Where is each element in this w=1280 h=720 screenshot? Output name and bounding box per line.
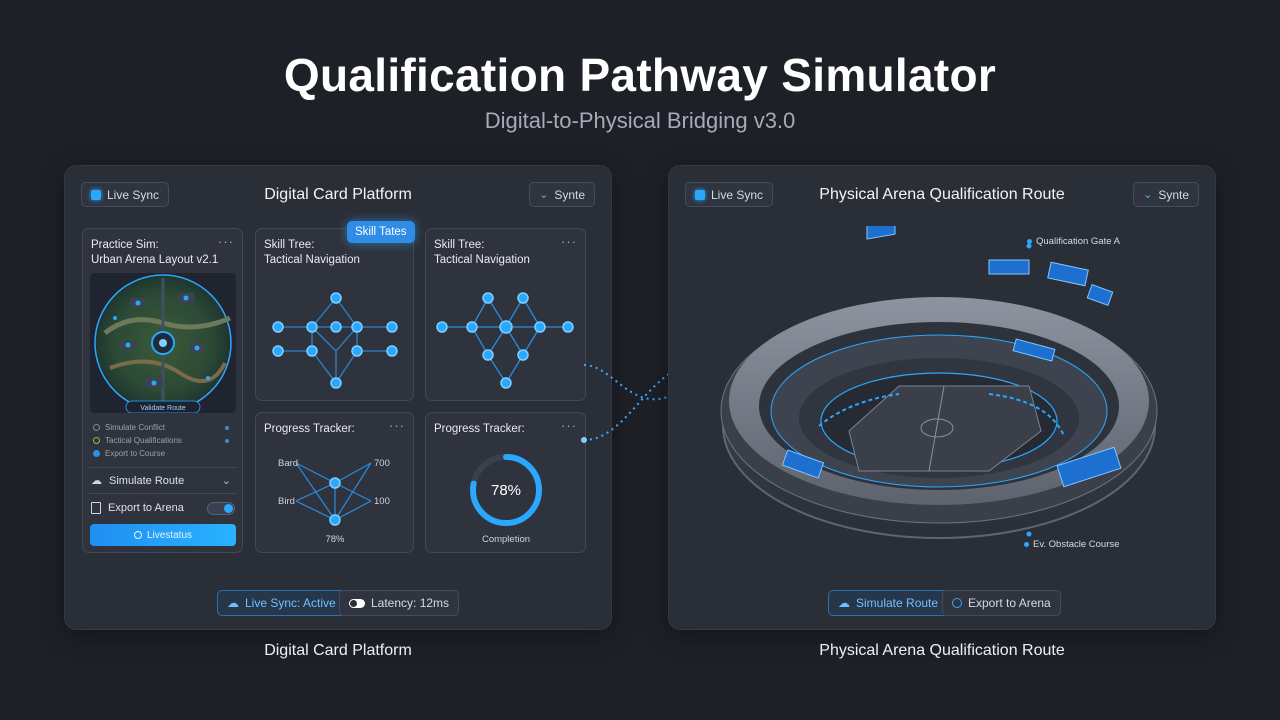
synte-label: Synte <box>1158 187 1189 202</box>
livestatus-button[interactable]: Livestatus <box>90 524 236 546</box>
export-toggle[interactable] <box>207 501 235 515</box>
course-annotation-label: Ev. Obstacle Course <box>1033 539 1120 550</box>
progress-tracker-card[interactable]: Progress Tracker: ··· Bard 700 Bird 100 … <box>255 412 414 553</box>
more-dots-icon[interactable]: ··· <box>218 234 234 249</box>
list-item[interactable]: Simulate Conflict <box>93 423 229 432</box>
skill-tree-heading: Skill Tree: Tactical Navigation <box>264 238 360 268</box>
skill-tree-title: Skill Tree: <box>264 239 315 251</box>
export-arena-row[interactable]: Export to Arena <box>91 501 235 515</box>
latency-toggle[interactable]: Latency: 12ms <box>339 590 460 616</box>
divider <box>89 493 237 494</box>
node-label: 700 <box>374 458 390 469</box>
live-sync-active-button[interactable]: ☁ Live Sync: Active <box>217 590 346 616</box>
list-item-label: Export to Course <box>105 449 166 458</box>
more-dots-icon[interactable]: ··· <box>561 418 577 433</box>
panel-title: Physical Arena Qualification Route <box>819 186 1065 203</box>
more-dots-icon[interactable]: ··· <box>389 418 405 433</box>
page-subtitle: Digital-to-Physical Bridging v3.0 <box>484 108 796 133</box>
simulate-route-label: Simulate Route <box>856 596 939 610</box>
right-caption: Physical Arena Qualification Route <box>819 642 1065 659</box>
live-sync-button[interactable]: Live Sync <box>685 182 774 207</box>
circle-icon <box>952 598 962 608</box>
export-arena-label: Export to Arena <box>968 596 1051 610</box>
skill-tree-graph <box>272 292 398 389</box>
synte-dropdown[interactable]: ⌄ Synte <box>529 182 595 207</box>
live-sync-label: Live Sync <box>107 187 160 202</box>
skill-tree-card[interactable]: Skill Tree: Tactical Navigation ··· <box>425 228 586 401</box>
chevron-down-icon: ⌄ <box>221 475 231 487</box>
stadium-illustration[interactable] <box>669 226 1217 566</box>
list-item[interactable]: Export to Course <box>93 449 165 458</box>
check-circle-icon <box>93 450 100 457</box>
divider <box>89 467 237 468</box>
page-title: Qualification Pathway Simulator <box>283 49 997 101</box>
practice-card-subtitle: Urban Arena Layout v2.1 <box>91 254 219 266</box>
circle-icon <box>93 424 100 431</box>
skill-tree-graph <box>436 292 574 389</box>
gate-annotation-label: Qualification Gate A <box>1036 236 1120 247</box>
chevron-down-icon: ⌄ <box>1143 189 1153 201</box>
circle-icon <box>93 437 100 444</box>
node-label: 100 <box>374 496 390 507</box>
marker-dot-icon <box>1027 239 1032 244</box>
practice-card-title: Practice Sim: <box>91 239 159 251</box>
skill-tree-subtitle: Tactical Navigation <box>264 254 360 266</box>
percent-label: 78% <box>325 534 345 545</box>
node-label: Bird <box>278 496 295 507</box>
skill-tates-badge[interactable]: Skill Tates <box>347 221 415 243</box>
map-label: Validate Route <box>140 405 186 412</box>
progress-tracker-title: Progress Tracker: <box>264 423 355 435</box>
more-dots-icon[interactable]: ··· <box>561 234 577 249</box>
progress-ring-fill <box>470 454 542 526</box>
progress-ring-chart: 78% Completion <box>470 454 542 545</box>
progress-tracker-title: Progress Tracker: <box>434 423 525 435</box>
skill-tree-card[interactable]: Skill Tree: Tactical Navigation <box>255 228 414 401</box>
live-sync-button[interactable]: Live Sync <box>81 182 170 207</box>
skill-tree-heading: Skill Tree: Tactical Navigation <box>434 238 530 268</box>
physical-arena-panel: Live Sync Physical Arena Qualification R… <box>668 165 1216 630</box>
cloud-icon: ☁ <box>91 475 102 487</box>
livestatus-label: Livestatus <box>146 529 193 541</box>
node-label: Bard <box>278 458 298 469</box>
export-arena-label: Export to Arena <box>108 502 184 514</box>
percent-label: 78% <box>491 482 521 499</box>
progress-network: Bard 700 Bird 100 78% <box>278 458 390 545</box>
practice-sim-card[interactable]: Practice Sim: Urban Arena Layout v2.1 ··… <box>82 228 243 553</box>
simulate-route-label: Simulate Route <box>109 474 185 487</box>
circle-icon <box>133 531 142 539</box>
gate-annotation: Qualification Gate A <box>1027 236 1120 247</box>
panel-title: Digital Card Platform <box>264 186 412 203</box>
list-item[interactable]: Tactical Qualifications <box>93 436 229 445</box>
digital-card-panel: Live Sync Digital Card Platform ⌄ Synte … <box>64 165 612 630</box>
marker-dot-icon <box>1024 542 1029 547</box>
export-icon <box>91 502 101 514</box>
synte-dropdown[interactable]: ⌄ Synte <box>1133 182 1199 207</box>
list-item-label: Tactical Qualifications <box>105 436 182 445</box>
simulate-route-row[interactable]: ☁ Simulate Route ⌄ <box>91 474 235 488</box>
latency-label: Latency: 12ms <box>371 596 450 610</box>
status-dot-icon <box>225 438 229 443</box>
progress-tracker-card[interactable]: Progress Tracker: ··· 78% Completion <box>425 412 586 553</box>
arena-map[interactable]: Validate Route <box>90 273 236 413</box>
status-dot-icon <box>225 425 229 430</box>
practice-card-heading: Practice Sim: Urban Arena Layout v2.1 <box>91 238 218 268</box>
skill-tree-title: Skill Tree: <box>434 239 485 251</box>
sync-square-icon <box>91 189 101 200</box>
skill-tree-subtitle: Tactical Navigation <box>434 254 530 266</box>
export-arena-button[interactable]: Export to Arena <box>942 590 1061 616</box>
completion-label: Completion <box>482 534 530 545</box>
toggle-icon <box>349 598 365 608</box>
synte-label: Synte <box>554 187 585 202</box>
cloud-icon: ☁ <box>227 596 239 610</box>
chevron-down-icon: ⌄ <box>539 189 549 201</box>
list-item-label: Simulate Conflict <box>105 423 166 432</box>
course-annotation: Ev. Obstacle Course <box>1024 539 1119 550</box>
live-sync-label: Live Sync <box>711 187 764 202</box>
live-sync-active-label: Live Sync: Active <box>245 596 336 610</box>
simulate-route-button[interactable]: ☁ Simulate Route <box>828 590 949 616</box>
left-caption: Digital Card Platform <box>264 642 412 659</box>
sync-square-icon <box>695 189 705 200</box>
cloud-icon: ☁ <box>838 596 850 610</box>
